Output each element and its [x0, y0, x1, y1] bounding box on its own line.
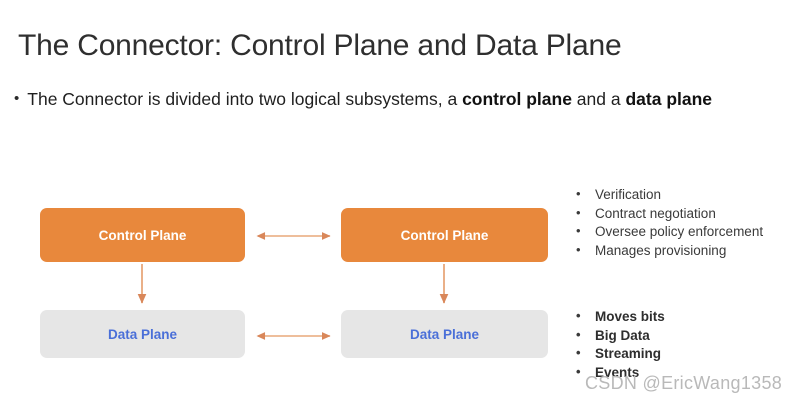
list-item: Big Data — [572, 326, 665, 346]
lead-text-part-1: The Connector is divided into two logica… — [27, 89, 463, 109]
lead-text-bold-control-plane: control plane — [462, 89, 572, 109]
node-data-plane-left[interactable]: Data Plane — [40, 310, 245, 358]
node-control-plane-right-label: Control Plane — [400, 227, 489, 243]
lead-text-part-2: and a — [571, 89, 626, 109]
lead-text-bold-data-plane: data plane — [625, 89, 713, 109]
bullet-dot-icon: • — [14, 90, 20, 107]
node-control-plane-left-label: Control Plane — [98, 227, 187, 243]
node-data-plane-left-label: Data Plane — [107, 326, 178, 342]
csdn-watermark: CSDN @EricWang1358 — [585, 373, 783, 393]
page-title: The Connector: Control Plane and Data Pl… — [18, 29, 622, 63]
lead-bullet-text: The Connector is divided into two logica… — [27, 86, 712, 112]
lead-bullet-paragraph: • The Connector is divided into two logi… — [14, 86, 754, 112]
node-data-plane-right[interactable]: Data Plane — [341, 310, 548, 358]
list-item: Contract negotiation — [572, 204, 763, 224]
node-control-plane-right[interactable]: Control Plane — [341, 208, 548, 262]
data-plane-feature-list: Moves bits Big Data Streaming Events — [572, 307, 665, 383]
list-item: Manages provisioning — [572, 241, 763, 261]
list-item: Oversee policy enforcement — [572, 222, 763, 242]
list-item: Events — [572, 363, 665, 383]
node-control-plane-left[interactable]: Control Plane — [40, 208, 245, 262]
control-plane-feature-list: Verification Contract negotiation Overse… — [572, 185, 763, 261]
list-item: Streaming — [572, 344, 665, 364]
list-item: Verification — [572, 185, 763, 205]
list-item: Moves bits — [572, 307, 665, 327]
node-data-plane-right-label: Data Plane — [409, 326, 480, 342]
